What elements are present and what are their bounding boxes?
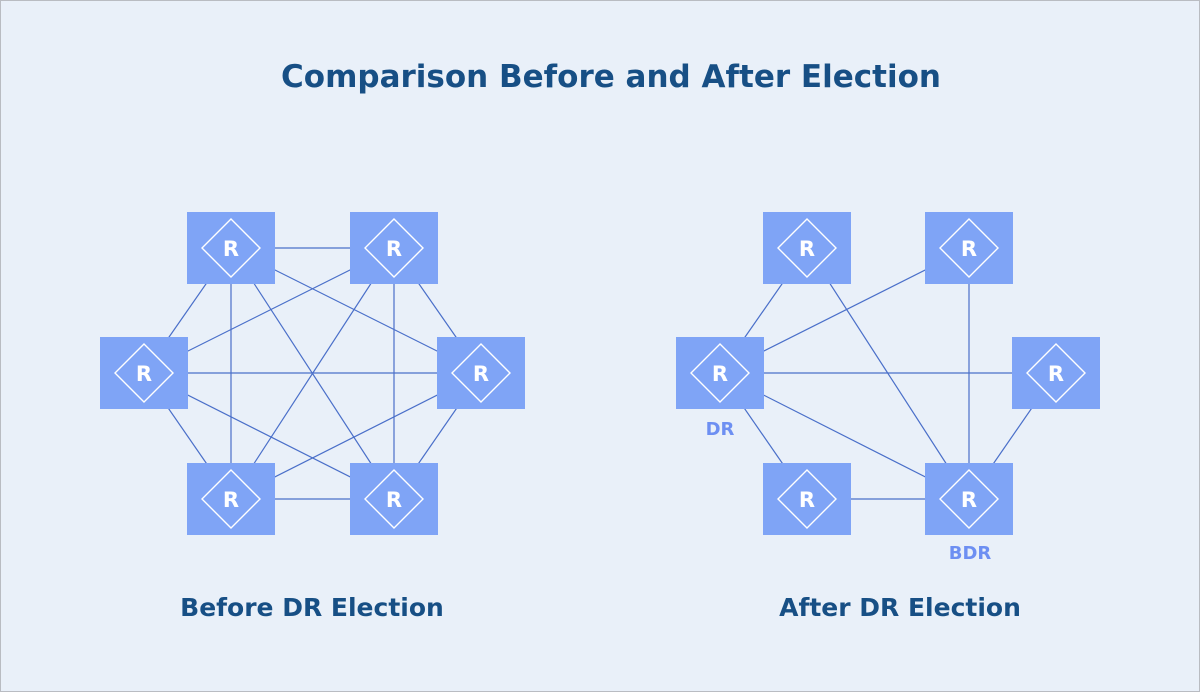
before-router-4: R bbox=[437, 337, 525, 409]
dr-label: DR bbox=[706, 419, 735, 440]
after-links bbox=[719, 247, 1057, 500]
after-routers: R R R R R R bbox=[676, 212, 1100, 535]
after-router-4: R bbox=[1012, 337, 1100, 409]
diagram-title: Comparison Before and After Election bbox=[281, 59, 941, 95]
after-topology: R R R R R R bbox=[676, 212, 1100, 535]
before-caption: Before DR Election bbox=[180, 593, 444, 622]
router-label: R bbox=[386, 237, 402, 261]
router-diamond-icon bbox=[690, 343, 750, 403]
router-label: R bbox=[799, 237, 815, 261]
after-link bbox=[806, 247, 970, 500]
router-diamond-icon bbox=[114, 343, 174, 403]
before-router-3: R bbox=[100, 337, 188, 409]
after-router-6: R bbox=[925, 463, 1013, 535]
after-router-5: R bbox=[763, 463, 851, 535]
before-routers: R R R R R R bbox=[100, 212, 525, 535]
before-router-5: R bbox=[187, 463, 275, 535]
router-diamond-icon bbox=[777, 469, 837, 529]
router-diamond-icon bbox=[1026, 343, 1086, 403]
router-label: R bbox=[961, 237, 977, 261]
router-label: R bbox=[473, 362, 489, 386]
router-label: R bbox=[712, 362, 728, 386]
before-topology: R R R R R R bbox=[100, 212, 525, 535]
before-router-1: R bbox=[187, 212, 275, 284]
bdr-label: BDR bbox=[949, 543, 992, 564]
before-router-6: R bbox=[350, 463, 438, 535]
router-label: R bbox=[1048, 362, 1064, 386]
router-diamond-icon bbox=[451, 343, 511, 403]
router-label: R bbox=[799, 488, 815, 512]
after-router-1: R bbox=[763, 212, 851, 284]
router-diamond-icon bbox=[364, 469, 424, 529]
router-label: R bbox=[386, 488, 402, 512]
router-diamond-icon bbox=[777, 218, 837, 278]
after-caption: After DR Election bbox=[779, 593, 1021, 622]
router-label: R bbox=[223, 237, 239, 261]
router-label: R bbox=[223, 488, 239, 512]
router-diamond-icon bbox=[201, 218, 261, 278]
router-diamond-icon bbox=[201, 469, 261, 529]
router-diamond-icon bbox=[364, 218, 424, 278]
before-router-2: R bbox=[350, 212, 438, 284]
router-diamond-icon bbox=[939, 218, 999, 278]
after-router-3: R bbox=[676, 337, 764, 409]
before-links bbox=[143, 247, 482, 500]
router-diamond-icon bbox=[939, 469, 999, 529]
router-label: R bbox=[961, 488, 977, 512]
after-router-2: R bbox=[925, 212, 1013, 284]
router-label: R bbox=[136, 362, 152, 386]
